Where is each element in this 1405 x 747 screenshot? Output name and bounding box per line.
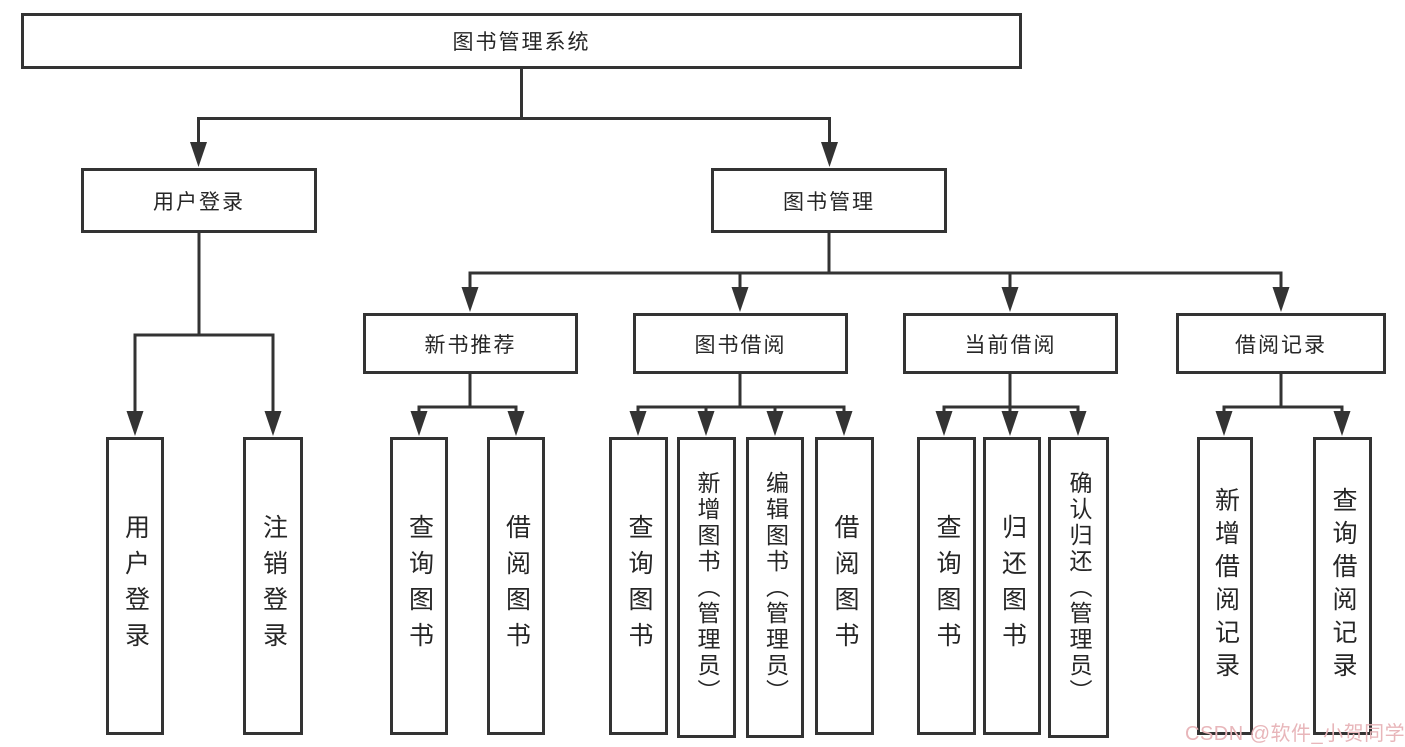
leaf-current-query-books: 查询图书 [917,437,976,735]
node-new-book-recommend: 新书推荐 [363,313,578,374]
leaf-current-return-books: 归还图书 [983,437,1041,735]
node-root-system: 图书管理系统 [21,13,1022,69]
node-book-management: 图书管理 [711,168,947,233]
leaf-newbook-query-books: 查询图书 [390,437,448,735]
node-user-login: 用户登录 [81,168,317,233]
leaf-logout: 注销登录 [243,437,303,735]
leaf-borrow-add-books-admin: 新增图书（管理员） [677,437,736,738]
leaf-records-query-record: 查询借阅记录 [1313,437,1372,735]
leaf-current-confirm-return-admin: 确认归还（管理员） [1048,437,1109,738]
node-book-borrow: 图书借阅 [633,313,848,374]
leaf-newbook-borrow-books: 借阅图书 [487,437,545,735]
node-borrow-records: 借阅记录 [1176,313,1386,374]
leaf-user-login: 用户登录 [106,437,164,735]
leaf-records-add-record: 新增借阅记录 [1197,437,1253,735]
leaf-borrow-query-books: 查询图书 [609,437,668,735]
leaf-borrow-edit-books-admin: 编辑图书（管理员） [746,437,804,738]
leaf-borrow-borrow-books: 借阅图书 [815,437,874,735]
node-current-borrow: 当前借阅 [903,313,1118,374]
arrowheads [126,142,1351,436]
